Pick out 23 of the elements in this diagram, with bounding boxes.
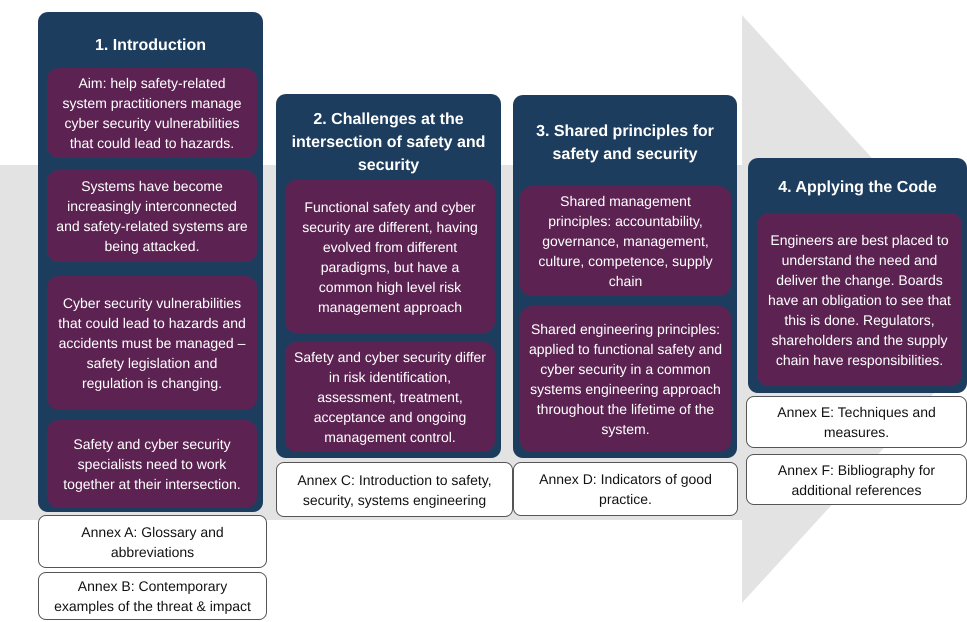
text-box: Engineers are best placed to understand the need and deliver the change. Boards have an obligation to see that this is done. Regulators, shareholders and the supply chain have responsibilities. — [757, 213, 962, 386]
text-box: Safety and cyber security differ in risk identification, assessment, treatment, acceptance and ongoing management control. — [285, 342, 495, 452]
text-box: Systems have become increasingly interconnected and safety-related systems are being attacked. — [47, 170, 257, 262]
annex-box: Annex B: Contemporary examples of the threat & impact — [38, 572, 267, 620]
column-panel — [276, 94, 501, 458]
text-box: Functional safety and cyber security are different, having evolved from different paradigms, but have a common high level risk management approach — [285, 180, 495, 333]
column-heading: 4. Applying the Code — [777, 178, 938, 198]
annex-box: Annex F: Bibliography for additional references — [746, 454, 967, 505]
column-panel — [38, 12, 263, 512]
text-box: Safety and cyber security specialists need to work together at their intersection. — [47, 420, 257, 508]
column-panel — [513, 95, 737, 458]
text-box: Shared management principles: accountability, governance, management, culture, competence, supply chain — [520, 186, 731, 296]
column-heading: 2. Challenges at the intersection of safety and security — [290, 110, 486, 176]
column-heading: 3. Shared principles for safety and security — [535, 122, 715, 165]
annex-box: Annex A: Glossary and abbreviations — [38, 515, 267, 568]
annex-box: Annex C: Introduction to safety, security, systems engineering — [276, 462, 513, 517]
column-panel — [748, 158, 967, 393]
text-box: Cyber security vulnerabilities that could lead to hazards and accidents must be managed – safety legislation and regulation is changing. — [47, 276, 257, 410]
annex-box: Annex D: Indicators of good practice. — [513, 462, 738, 516]
text-box: Aim: help safety-related system practitioners manage cyber security vulnerabilities that could lead to hazards. — [47, 68, 257, 158]
column-heading: 1. Introduction — [94, 36, 208, 56]
text-box: Shared engineering principles: applied to functional safety and cyber security in a common systems engineering approach throughout the lifetime of the system. — [520, 306, 731, 452]
annex-box: Annex E: Techniques and measures. — [746, 396, 967, 448]
